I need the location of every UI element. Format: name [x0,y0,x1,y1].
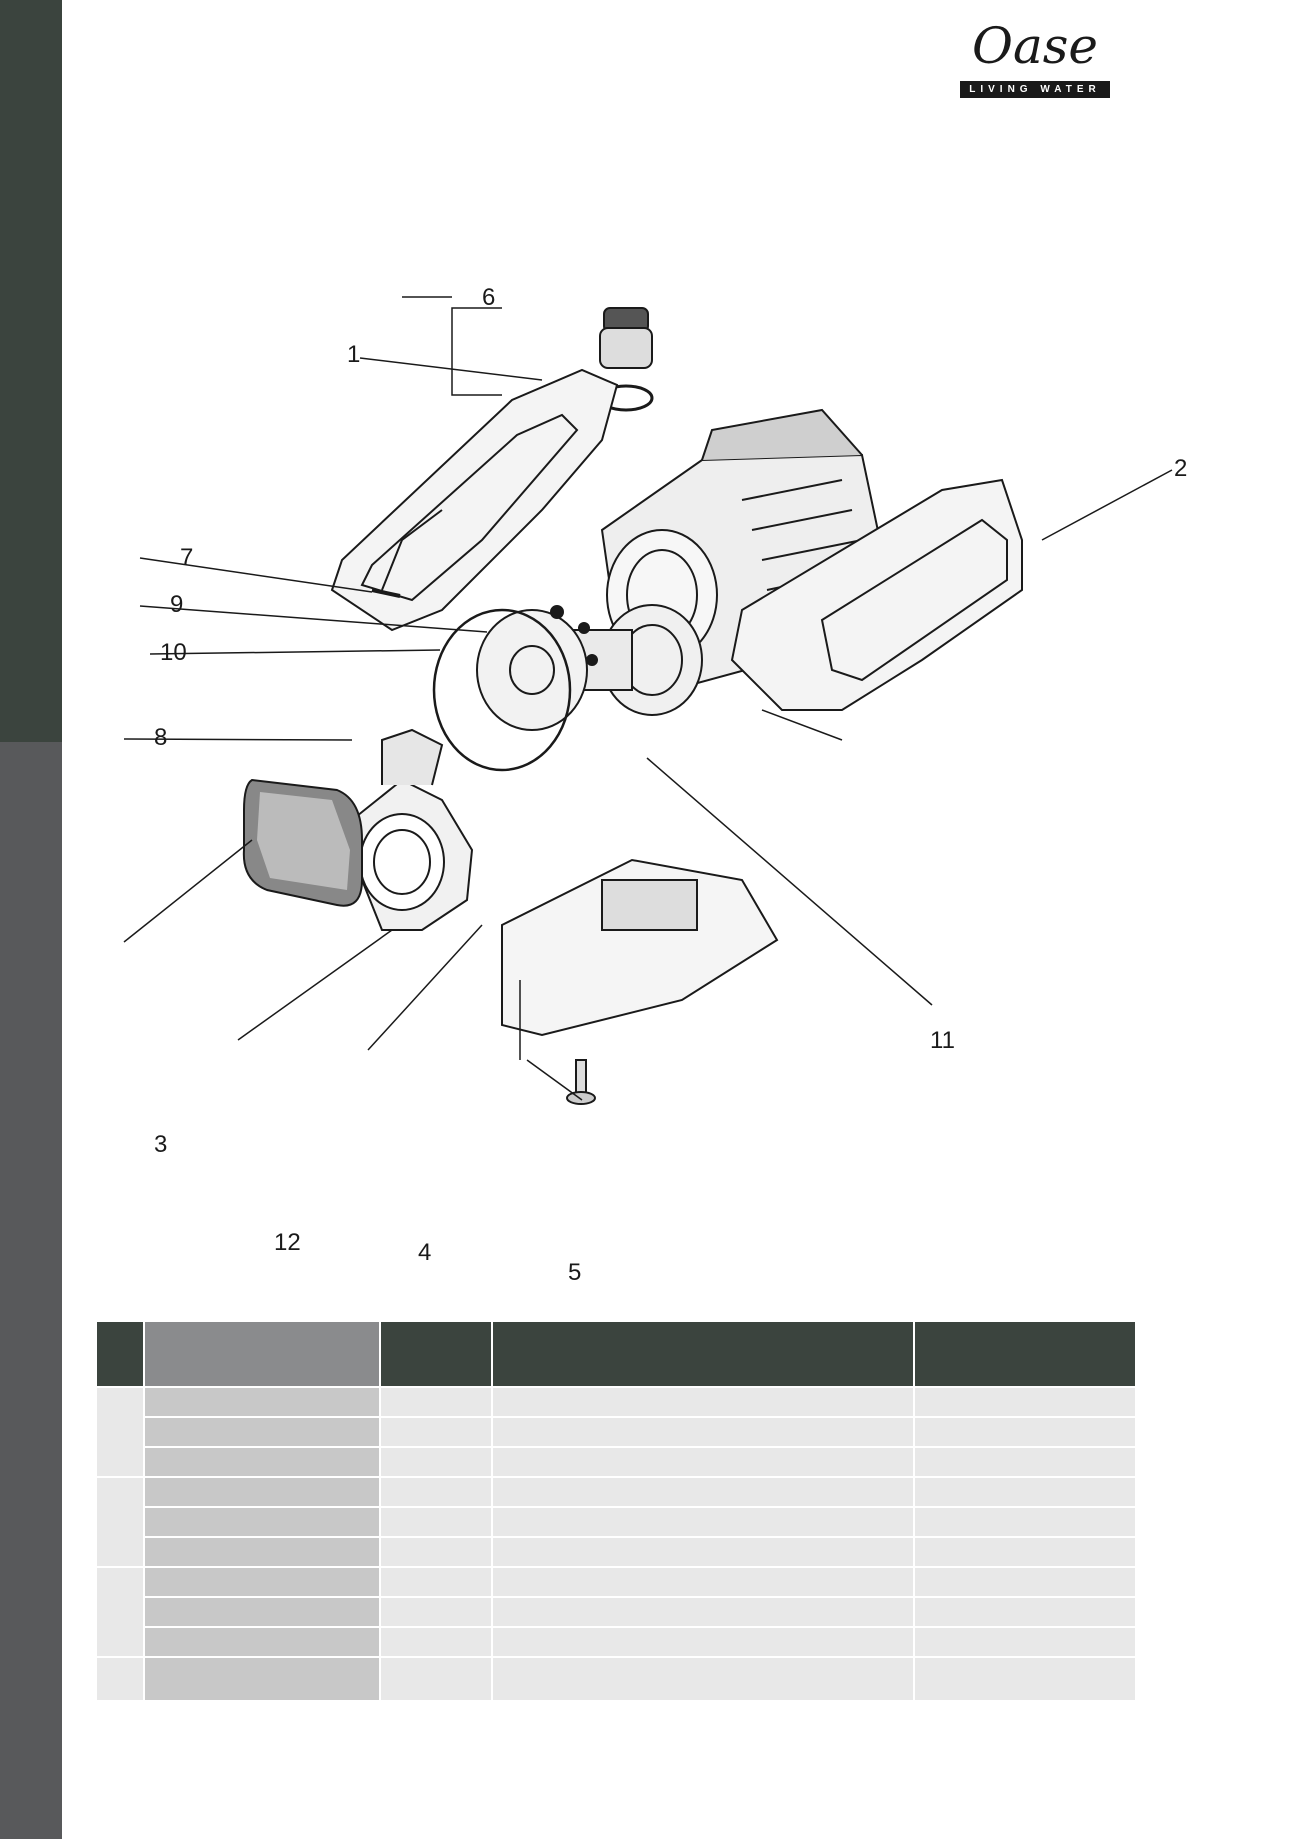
header-cell [915,1322,1135,1386]
part-o-ring-10 [432,608,572,772]
sidebar-top-band [0,0,62,742]
table-cell [915,1538,1135,1566]
callout-11: 11 [930,1027,955,1054]
callout-4: 4 [418,1239,431,1266]
table-cell [915,1448,1135,1476]
table-cell [381,1478,491,1506]
table-cell [145,1658,379,1700]
group-cell [97,1568,143,1656]
header-cell [145,1322,379,1386]
table-row [97,1508,1135,1536]
parts-table [95,1320,1137,1702]
leader-lines [123,296,1173,1101]
table-cell [493,1598,913,1626]
table-cell [145,1568,379,1596]
table-cell [381,1388,491,1416]
part-impeller-9 [476,605,598,731]
callout-3: 3 [154,1131,167,1158]
table-cell [381,1508,491,1536]
table-cell [381,1448,491,1476]
brand-tagline: LIVING WATER [960,81,1110,98]
callout-12: 12 [274,1229,301,1256]
part-upper-housing-1 [330,368,619,632]
part-connector-6 [451,307,654,412]
header-cell [381,1322,491,1386]
table-row [97,1448,1135,1476]
table-cell [145,1418,379,1446]
group-cell [97,1388,143,1476]
table-cell [915,1508,1135,1536]
part-filter-grid-3 [242,778,363,907]
table-cell [915,1628,1135,1656]
table-cell [915,1598,1135,1626]
table-row [97,1628,1135,1656]
table-row [97,1598,1135,1626]
table-cell [145,1448,379,1476]
table-cell [493,1508,913,1536]
table-row [97,1478,1135,1566]
sidebar-bottom-band [0,742,62,1839]
table-cell [145,1478,379,1506]
table-cell [493,1628,913,1656]
exploded-view-diagram: 1 2 3 4 5 6 7 8 9 10 11 12 [123,284,1187,1280]
table-row [97,1388,1135,1476]
table-cell [915,1658,1135,1700]
callout-7: 7 [180,544,193,571]
header-cell [97,1322,143,1386]
table-cell [915,1568,1135,1596]
table-cell [493,1538,913,1566]
table-cell [915,1418,1135,1446]
part-lower-housing-2 [730,478,1023,741]
table-header-row [97,1322,1135,1386]
table-cell [493,1418,913,1446]
table-cell [493,1478,913,1506]
table-cell [381,1418,491,1446]
table-cell [493,1388,913,1416]
brand-logo: Oase LIVING WATER [950,18,1120,100]
table-row [97,1658,1135,1700]
table-cell [381,1538,491,1566]
brand-wordmark: Oase [971,17,1099,75]
part-pump-head-8 [350,728,474,931]
table-cell [145,1598,379,1626]
callout-9: 9 [170,591,183,618]
callout-5: 5 [568,1259,581,1280]
table-cell [493,1658,913,1700]
table-cell [145,1538,379,1566]
table-cell [381,1598,491,1626]
callout-2: 2 [1174,455,1187,482]
group-cell [97,1478,143,1566]
table-cell [915,1478,1135,1506]
table-cell [381,1628,491,1656]
table-cell [381,1658,491,1700]
table-cell [145,1628,379,1656]
table-cell [493,1448,913,1476]
callout-8: 8 [154,724,167,751]
group-cell [97,1658,143,1700]
header-cell [493,1322,913,1386]
table-row [97,1568,1135,1656]
table-cell [145,1508,379,1536]
table-cell [915,1388,1135,1416]
part-base-plate-4 [501,858,779,1037]
table-row [97,1418,1135,1446]
part-screw-7 [371,588,401,598]
callout-10: 10 [160,639,187,666]
callout-1: 1 [347,341,360,368]
table-cell [381,1568,491,1596]
part-foot-5 [566,1059,596,1105]
table-cell [145,1388,379,1416]
callout-6: 6 [482,284,495,311]
table-row [97,1538,1135,1566]
table-cell [493,1568,913,1596]
